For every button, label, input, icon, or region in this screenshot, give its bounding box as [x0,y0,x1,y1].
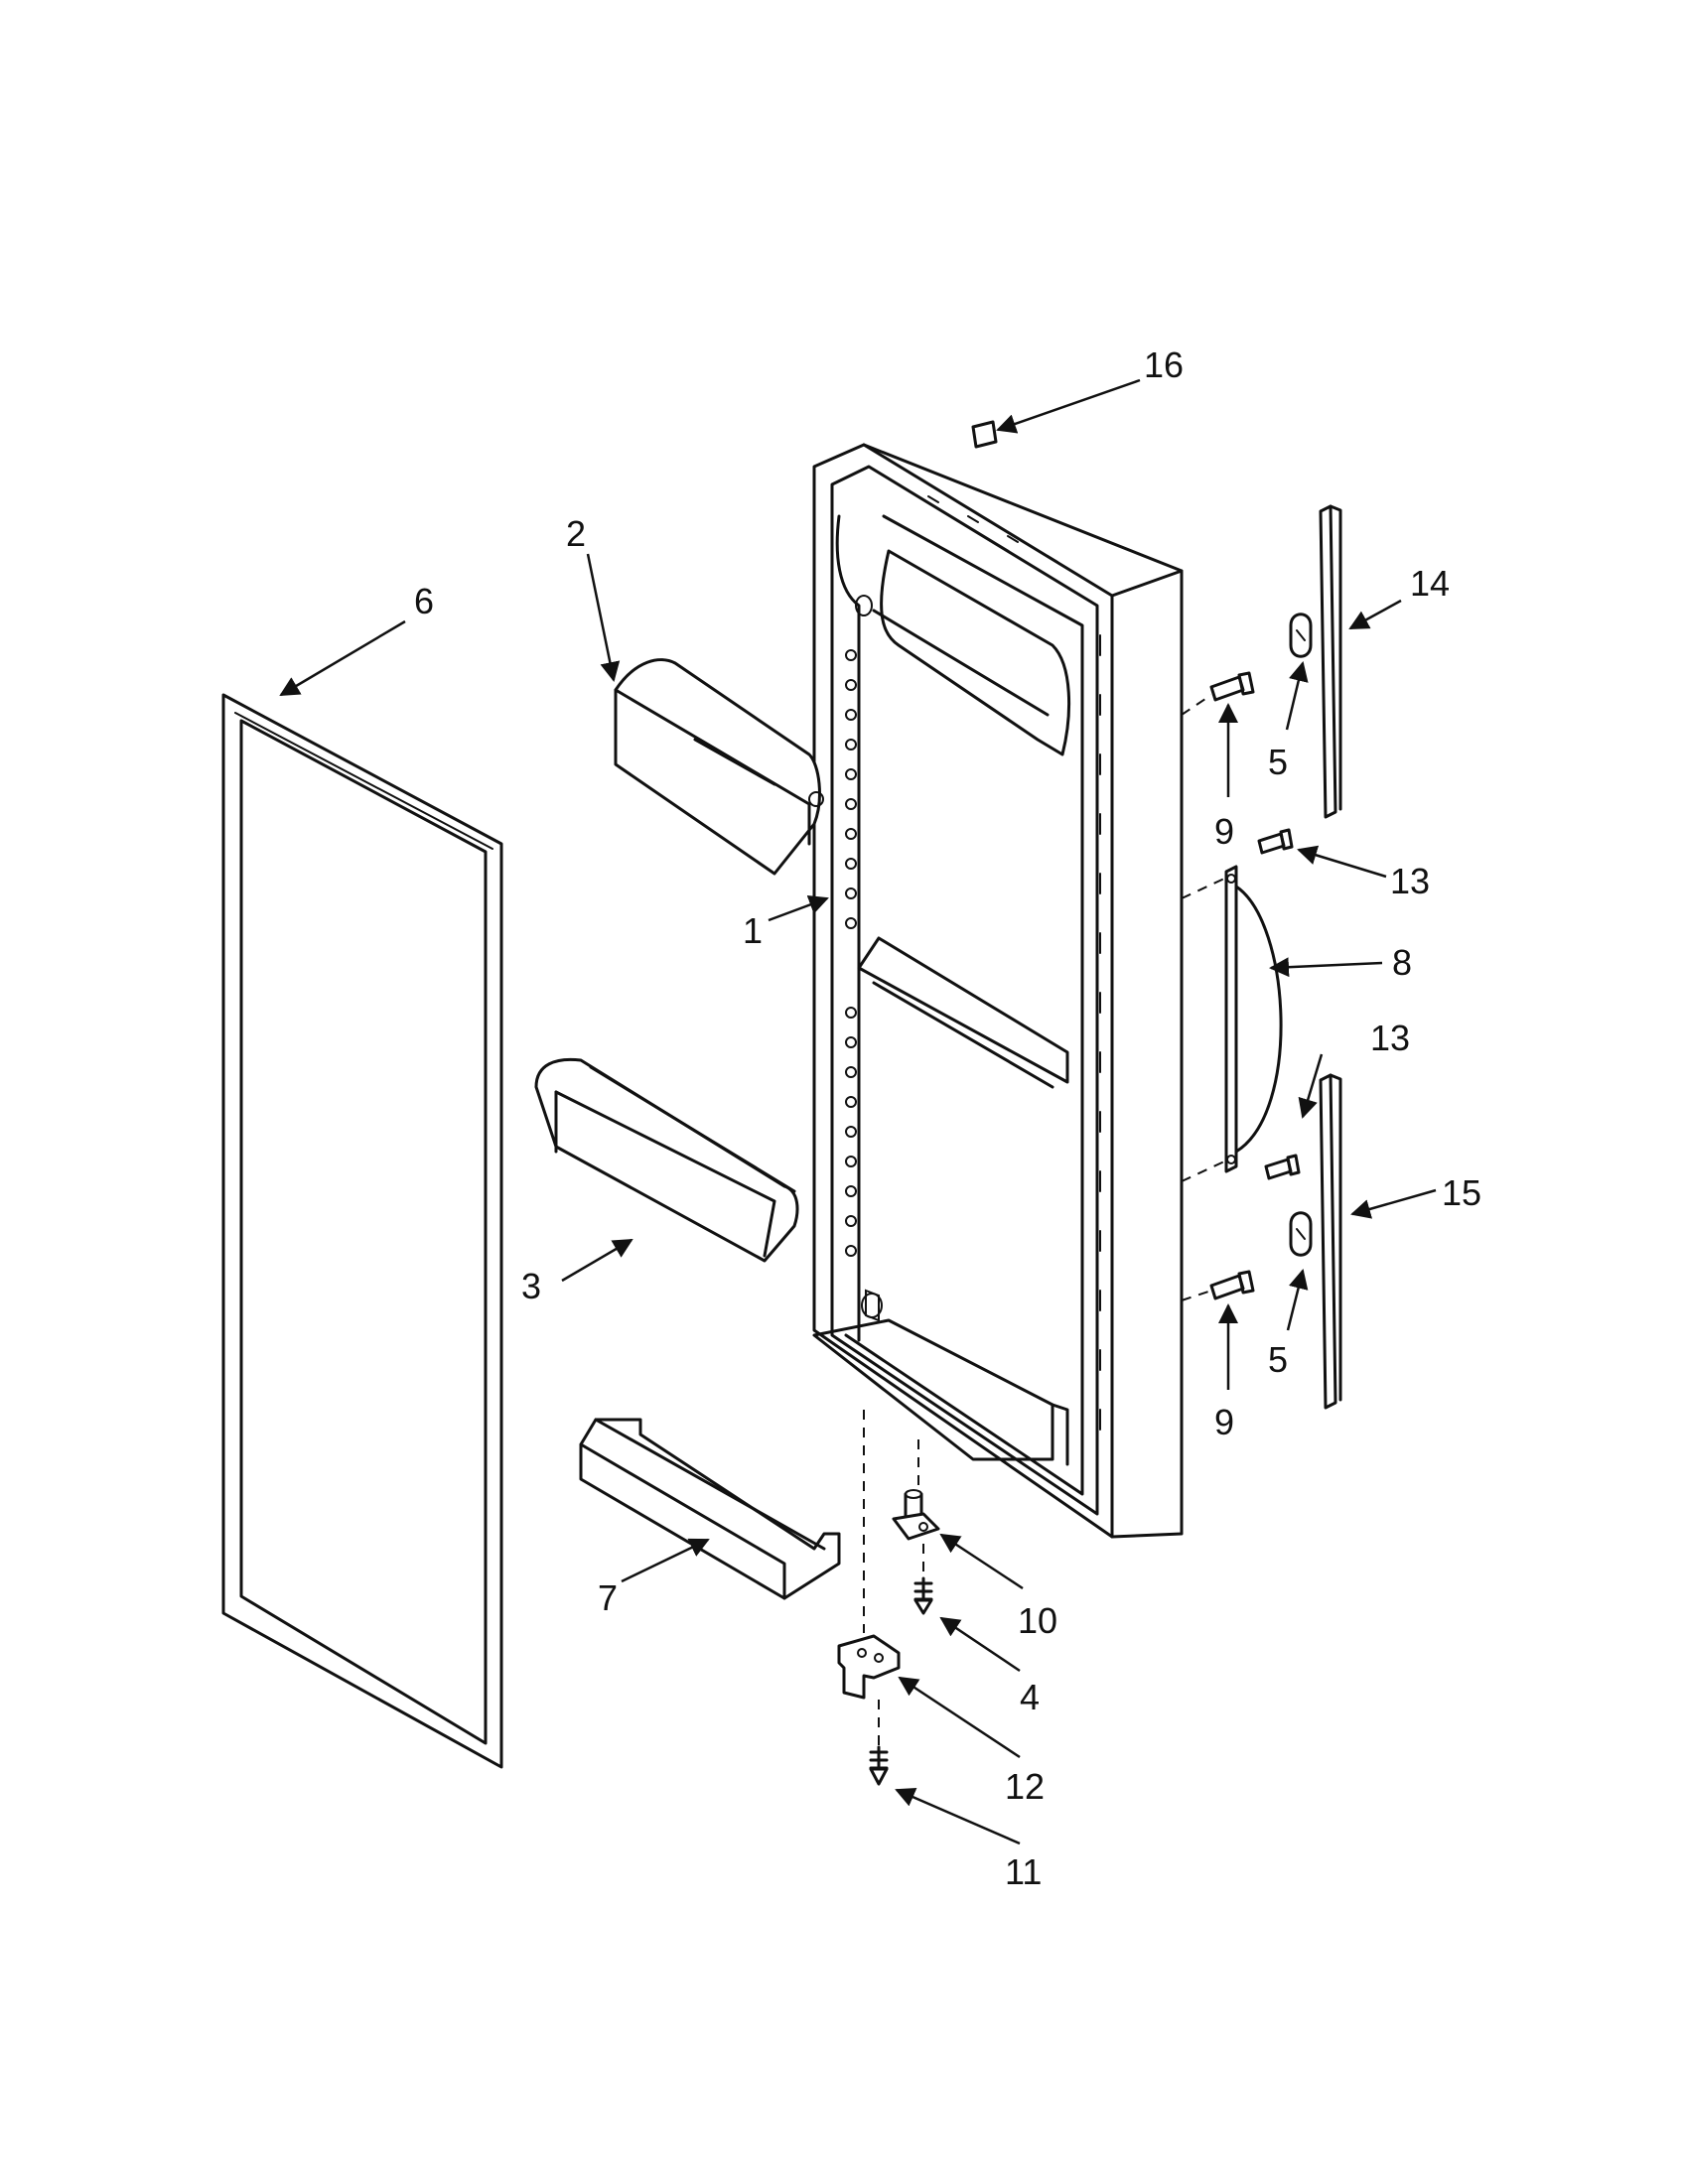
door-handle-part [1224,865,1283,1173]
bottom-bin-part [579,1418,841,1600]
door-gasket-part [221,693,503,1769]
hinge-mount-screw-part [869,1745,889,1786]
label-part [971,420,998,449]
callout-5-lower: 5 [1268,1339,1288,1380]
hinge-screw-part [913,1576,933,1615]
callout-8: 8 [1392,942,1412,983]
leader-lines [279,378,1437,1845]
door-bin-part [534,1057,799,1263]
callout-5-upper: 5 [1268,742,1288,782]
screw-13-upper-part [1257,828,1294,855]
screw-13-lower-part [1264,1154,1301,1180]
callout-13-lower: 13 [1370,1018,1410,1058]
callout-labels: 16 2 6 1 3 7 14 5 9 13 8 13 15 5 9 10 4 … [414,344,1481,1892]
callout-2: 2 [566,513,586,554]
bottom-hinge-part [837,1634,901,1700]
callout-15: 15 [1442,1172,1481,1213]
callout-6: 6 [414,581,434,621]
callout-12: 12 [1005,1766,1045,1807]
lower-trim-part [1319,1073,1342,1410]
upper-trim-part [1319,504,1342,819]
callout-9-upper: 9 [1214,811,1234,852]
callout-11: 11 [1005,1851,1042,1892]
callout-10: 10 [1018,1600,1057,1641]
clip-lower-part [1289,1211,1313,1257]
dairy-door-part [614,658,824,876]
callout-4: 4 [1020,1677,1040,1717]
callout-3: 3 [521,1266,541,1306]
assembly-lines [863,694,1225,1745]
clip-upper-part [1289,613,1313,658]
screw-9-lower-part [1209,1270,1255,1300]
callout-16: 16 [1144,344,1184,385]
shelf-mount-holes [845,649,857,1257]
callout-13-upper: 13 [1390,861,1430,901]
door-liner-part [812,443,1184,1539]
screw-9-upper-part [1209,671,1255,702]
callout-7: 7 [598,1577,618,1618]
callout-9-lower: 9 [1214,1402,1234,1442]
callout-1: 1 [743,910,763,951]
hinge-pin-part [892,1489,940,1541]
callout-14: 14 [1410,563,1450,604]
